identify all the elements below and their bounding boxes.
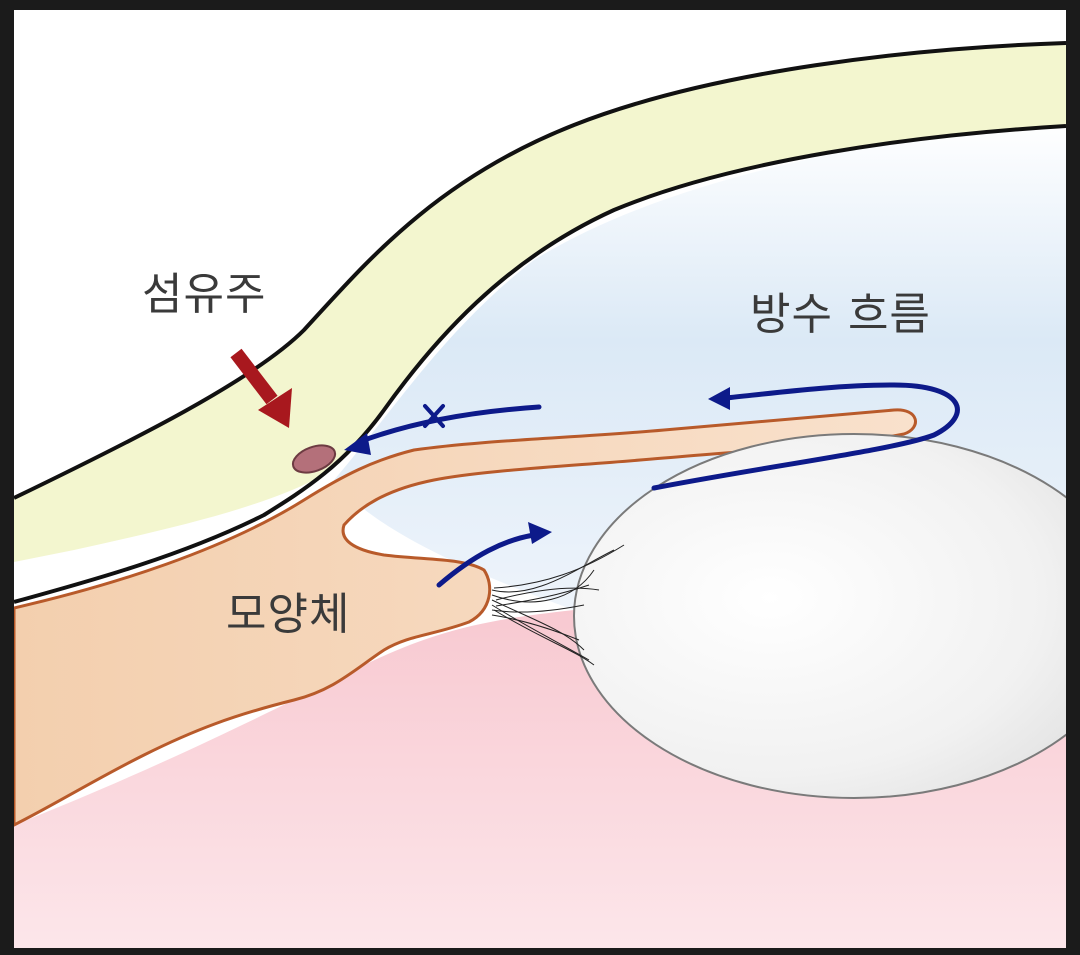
label-ciliary-body: 모양체 xyxy=(226,589,351,640)
cornea-inner-outline xyxy=(14,124,1066,604)
diagram-frame: 섬유주 방수 흐름 모양체 xyxy=(14,10,1066,948)
label-trabecular-meshwork: 섬유주 xyxy=(142,269,267,320)
flow-arrow-ciliary xyxy=(436,532,537,588)
zonular-fibers xyxy=(491,544,625,666)
trabecular-meshwork-dot xyxy=(291,444,337,474)
flow-arrow-pupil-loop xyxy=(651,382,960,491)
flow-arrowhead-pupil-loop xyxy=(708,387,730,410)
label-aqueous-flow: 방수 흐름 xyxy=(750,289,931,340)
ciliary-body-iris xyxy=(14,408,917,827)
cornea xyxy=(14,43,1066,562)
eye-anterior-segment-diagram xyxy=(14,41,1066,948)
flow-arrowhead-ciliary xyxy=(528,522,552,544)
blocked-x-mark xyxy=(423,404,445,428)
sclera-outer-outline xyxy=(14,41,1066,500)
pointer-arrow xyxy=(230,348,292,428)
flow-arrowhead-blocked xyxy=(344,433,371,455)
lens xyxy=(573,433,1066,799)
